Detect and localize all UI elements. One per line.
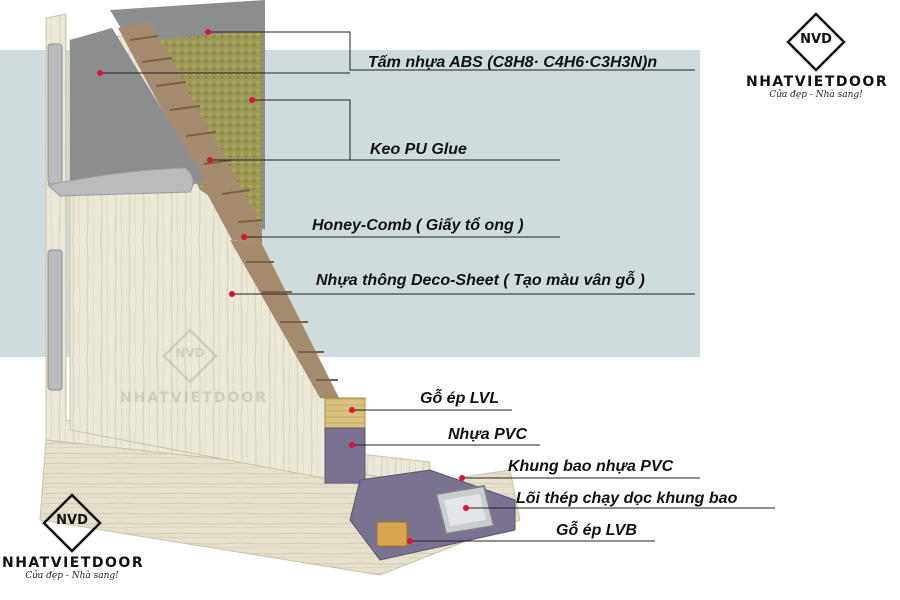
nvd-diamond-logo bbox=[42, 493, 102, 553]
lvb-wood-block bbox=[376, 521, 408, 547]
watermark-diamond bbox=[162, 328, 218, 384]
label-steel-core: Lõi thép chạy dọc khung bao bbox=[516, 490, 738, 507]
abs-sheet-front bbox=[70, 28, 205, 192]
label-lvl: Gỗ ép LVL bbox=[420, 390, 500, 407]
abs-sheet-curl bbox=[46, 167, 194, 197]
label-frame: Khung bao nhựa PVC bbox=[508, 458, 674, 475]
callout-dots bbox=[97, 29, 469, 544]
brand-logo-bottom: NVD NHATVIETDOOR Cửa đẹp - Nhà sang! bbox=[2, 513, 145, 581]
brand-name: NHATVIETDOOR bbox=[2, 555, 145, 571]
label-pu-glue: Keo PU Glue bbox=[370, 141, 467, 158]
brand-mark: NVD bbox=[800, 32, 832, 47]
watermark: NVD NHATVIETDOOR bbox=[120, 346, 269, 406]
brand-name: NHATVIETDOOR bbox=[746, 74, 889, 90]
label-honeycomb: Honey-Comb ( Giấy tổ ong ) bbox=[312, 217, 524, 234]
watermark-name: NHATVIETDOOR bbox=[120, 390, 269, 406]
honeycomb-core bbox=[118, 22, 340, 400]
brand-slogan: Cửa đẹp - Nhà sang! bbox=[769, 90, 863, 100]
label-pvc: Nhựa PVC bbox=[448, 426, 527, 443]
watermark-mark: NVD bbox=[175, 346, 205, 360]
brand-logo-top: NVD NHATVIETDOOR Cửa đẹp - Nhà sang! bbox=[746, 32, 889, 100]
label-lvb: Gỗ ép LVB bbox=[556, 522, 637, 539]
nvd-diamond-logo bbox=[786, 12, 846, 72]
label-deco-sheet: Nhựa thông Deco-Sheet ( Tạo màu vân gỗ ) bbox=[316, 272, 645, 289]
door-hinge-icon bbox=[47, 43, 63, 185]
brand-mark: NVD bbox=[56, 513, 88, 528]
door-hinge-icon bbox=[47, 249, 63, 391]
label-abs-sheet: Tấm nhựa ABS (C8H8· C4H6·C3H3N)n bbox=[368, 54, 658, 71]
pvc-block bbox=[324, 427, 366, 484]
callout-lines bbox=[100, 31, 775, 542]
lvl-wood-block bbox=[324, 397, 366, 429]
brand-slogan: Cửa đẹp - Nhà sang! bbox=[25, 571, 119, 581]
